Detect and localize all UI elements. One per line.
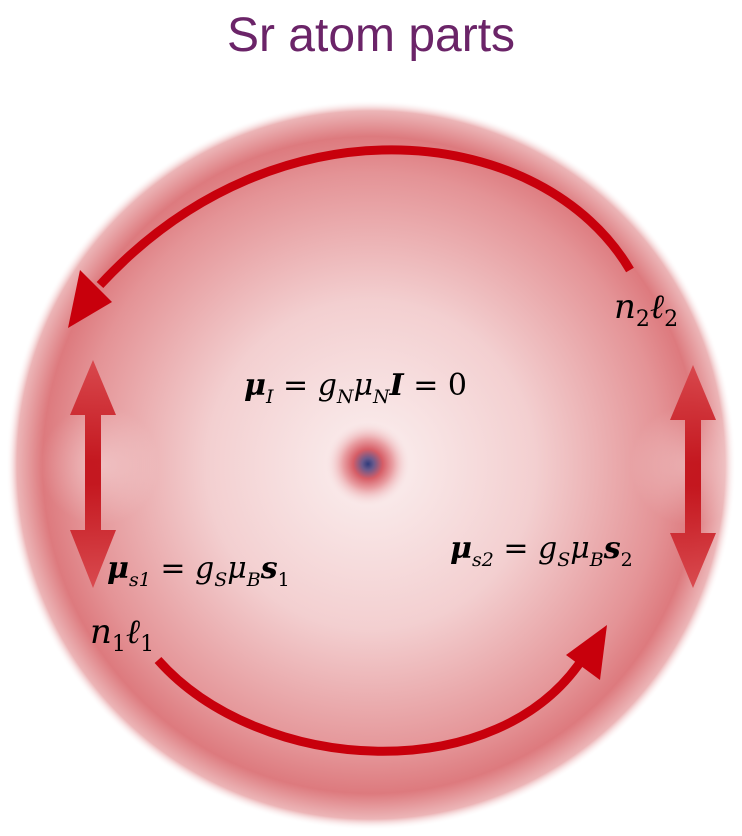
nucleus [326, 422, 410, 506]
double-arrow-vertical-icon [670, 365, 716, 588]
curved-arrow-icon [154, 625, 607, 756]
double-arrow-vertical-icon [70, 360, 116, 588]
orbital1-label: n1ℓ1 [90, 612, 154, 657]
curved-arrow-counterclockwise-icon [68, 145, 634, 328]
page-title: Sr atom parts [226, 9, 516, 62]
orbital2-label: n2ℓ2 [614, 287, 678, 332]
spin2-moment-label: μs2 = gSμBs2 [450, 531, 633, 571]
nucleus-moment-label: μI = gNμNI = 0 [244, 368, 467, 408]
spin1-moment-label: μs1 = gSμBs1 [107, 551, 290, 591]
